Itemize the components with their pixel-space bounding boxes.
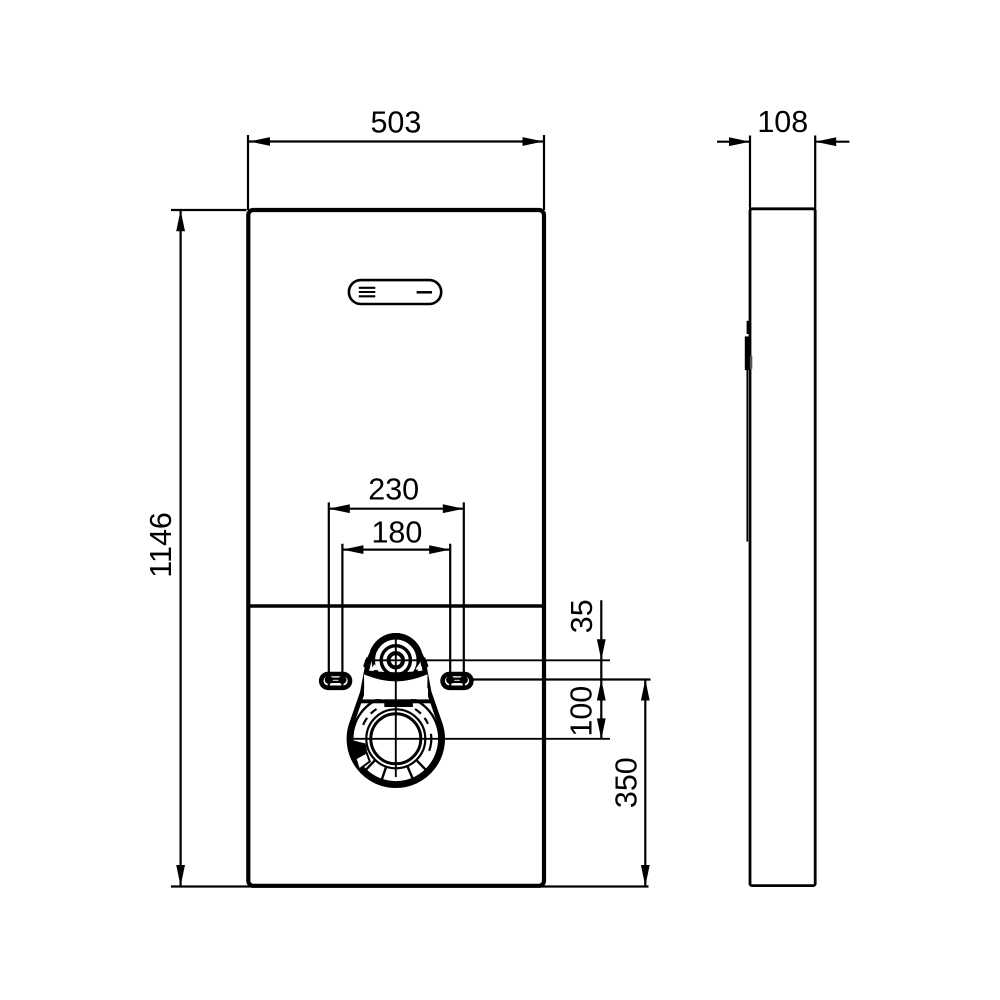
svg-text:350: 350: [610, 757, 644, 808]
svg-text:35: 35: [565, 599, 599, 633]
svg-text:503: 503: [370, 106, 421, 140]
svg-text:230: 230: [368, 473, 419, 507]
svg-text:180: 180: [371, 515, 422, 549]
svg-text:108: 108: [757, 105, 808, 139]
svg-text:100: 100: [565, 686, 599, 737]
svg-text:1146: 1146: [144, 512, 178, 578]
